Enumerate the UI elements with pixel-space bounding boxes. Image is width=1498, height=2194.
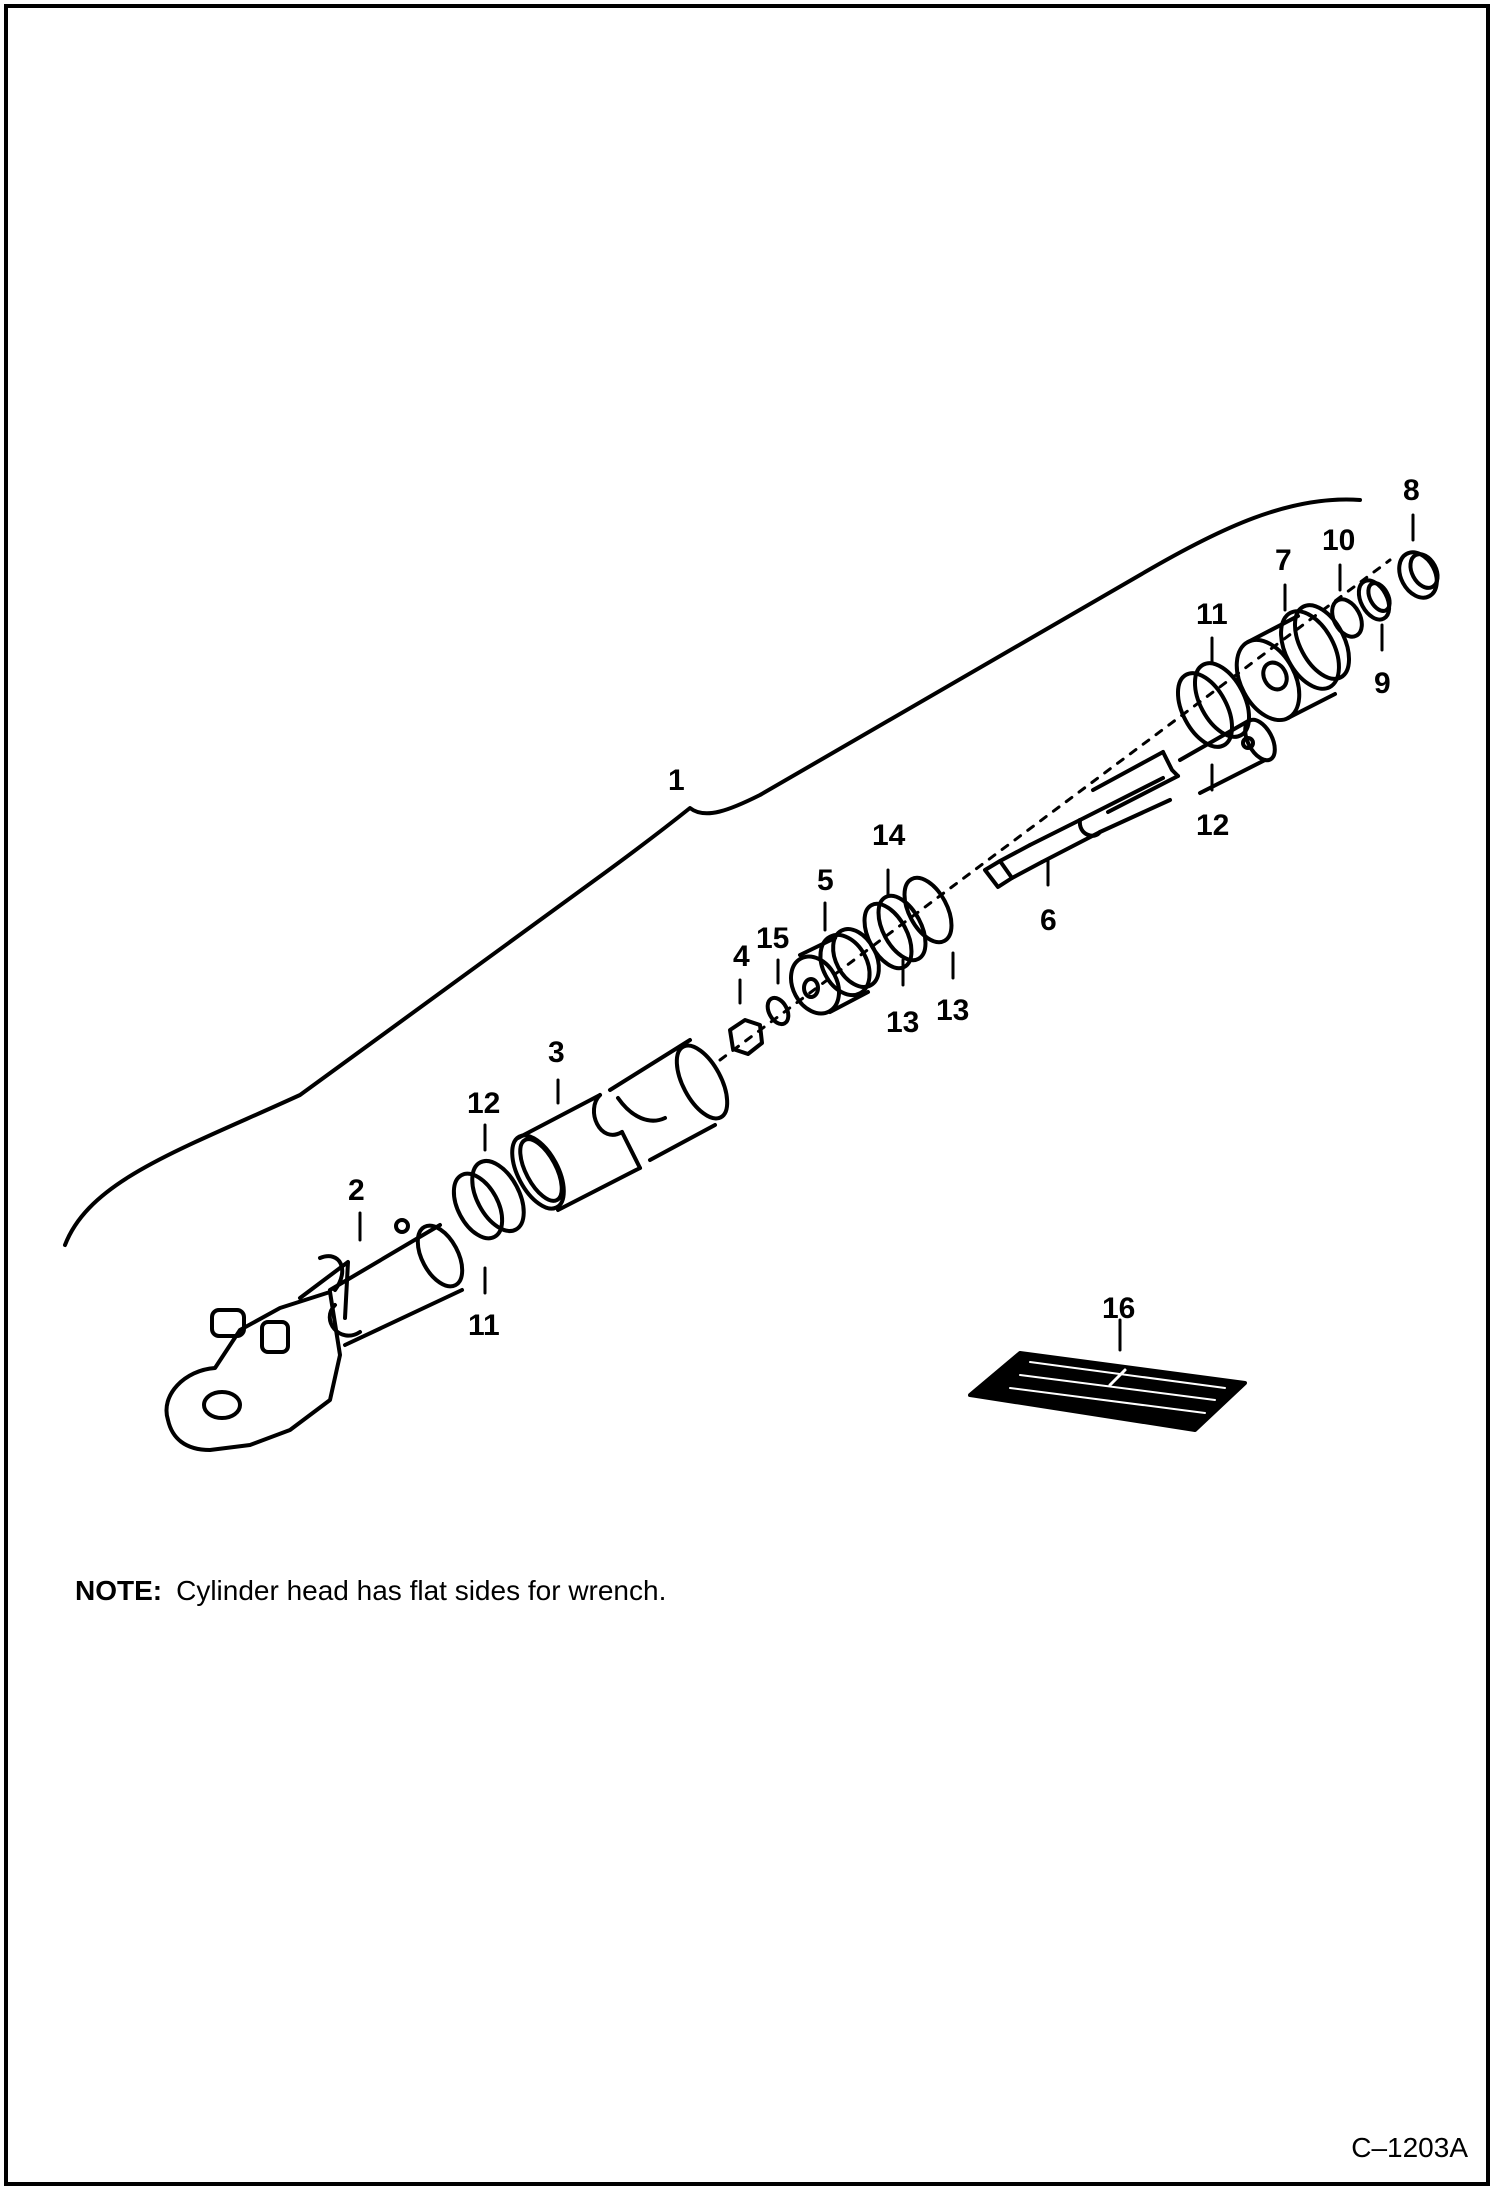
callout-9: 9 [1374, 667, 1391, 700]
part-rod [983, 717, 1277, 889]
callout-1: 1 [668, 764, 685, 797]
part-cylinder-head [1234, 603, 1352, 723]
callout-12-head: 12 [1196, 809, 1229, 842]
callout-7: 7 [1275, 544, 1292, 577]
note-line: NOTE: Cylinder head has flat sides for wr… [75, 1575, 666, 1607]
part-seal-9 [1356, 578, 1392, 622]
callout-13-left: 13 [886, 1006, 919, 1039]
page-frame [4, 4, 1490, 2186]
part-ring-11b [1175, 671, 1235, 749]
part-piston [789, 927, 881, 1016]
note-key: NOTE: [75, 1575, 163, 1606]
part-nut [728, 1018, 764, 1056]
callout-2: 2 [348, 1174, 365, 1207]
part-ring-14 [902, 875, 954, 945]
part-ring-13b [876, 893, 928, 963]
part-ring-12a [470, 1159, 526, 1233]
part-ring-11a [451, 1171, 505, 1241]
callout-5: 5 [817, 864, 834, 897]
part-wiper-8 [1397, 550, 1440, 600]
callout-14: 14 [872, 819, 906, 852]
center-line [718, 558, 1392, 1062]
callout-8: 8 [1403, 474, 1420, 507]
callout-4: 4 [733, 940, 750, 973]
callout-15: 15 [756, 922, 789, 955]
part-barrel-tube [510, 1038, 730, 1212]
part-seal-15 [765, 995, 791, 1027]
note-text: Cylinder head has flat sides for wrench. [176, 1575, 667, 1606]
callout-11-barrel: 11 [468, 1309, 500, 1342]
callout-11-head: 11 [1196, 598, 1228, 631]
callout-13-right: 13 [936, 994, 969, 1027]
callout-3: 3 [548, 1036, 565, 1069]
callout-10: 10 [1322, 524, 1355, 557]
part-barrel-base [164, 1218, 465, 1452]
figure-code: C–1203A [1351, 2132, 1468, 2163]
part-seal-kit [968, 1351, 1247, 1432]
assembly-brace [63, 497, 1362, 1247]
callout-16: 16 [1102, 1292, 1135, 1325]
callout-6: 6 [1040, 904, 1057, 937]
part-ring-10 [1330, 597, 1364, 639]
callout-12-barrel: 12 [467, 1087, 500, 1120]
